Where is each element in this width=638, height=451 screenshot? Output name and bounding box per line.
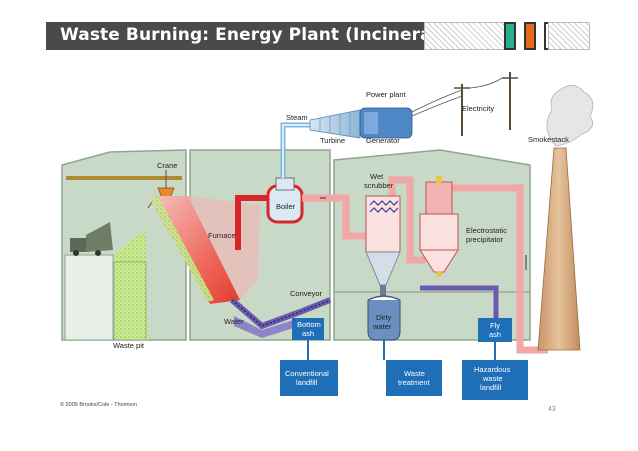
bottom-ash-box [292, 318, 324, 360]
label-hazardous-3: landfill [480, 383, 502, 392]
label-bottom-ash-1: Bottom [297, 320, 321, 329]
copyright-text: © 2005 Brooks/Cole - Thomson [60, 401, 137, 408]
label-hazardous-1: Hazardous [474, 365, 511, 374]
label-fly-ash-2: ash [489, 330, 501, 339]
crane-rail [66, 176, 182, 180]
dirty-water-tank [367, 295, 401, 341]
green-swatch [504, 22, 516, 50]
label-dirty-water-2: water [372, 322, 392, 331]
waste-treatment-box [386, 360, 442, 396]
label-turbine: Turbine [320, 136, 345, 145]
label-waste-pit: Waste pit [113, 341, 145, 350]
truck-icon [70, 222, 113, 256]
hazardous-landfill-box [462, 360, 528, 400]
label-treatment-1: Waste [404, 369, 425, 378]
label-steam: Steam [286, 113, 308, 122]
label-electrostatic-1: Electrostatic [466, 226, 507, 235]
title-hatch-decoration-right [548, 22, 590, 50]
orange-swatch [524, 22, 536, 50]
label-bottom-ash-2: ash [302, 329, 314, 338]
electrostatic-precipitator [419, 176, 459, 277]
label-hazardous-2: waste [482, 374, 503, 383]
smokestack [537, 85, 594, 351]
fly-ash-box [478, 318, 512, 360]
label-crane: Crane [157, 161, 177, 170]
power-lines [411, 72, 518, 136]
conveyor [230, 297, 332, 338]
label-treatment-2: treatment [398, 378, 431, 387]
label-wet-scrubber-1: Wet [370, 172, 384, 181]
steam-pipe [280, 122, 312, 178]
label-power-plant: Power plant [366, 90, 407, 99]
label-conveyor: Conveyor [290, 289, 323, 298]
hot-gas-pipe [235, 195, 270, 250]
page-number: 43 [548, 406, 556, 413]
title-bar: Waste Burning: Energy Plant (Incinerator… [46, 22, 468, 50]
label-landfill-1: Conventional [285, 369, 329, 378]
conventional-landfill-box [280, 360, 338, 396]
label-generator: Generator [366, 136, 400, 145]
title-hatch-decoration [424, 22, 508, 50]
furnace [148, 196, 260, 304]
fly-ash-conveyor [420, 285, 499, 318]
label-wet-scrubber-2: scrubber [364, 181, 394, 190]
label-electricity: Electricity [462, 104, 494, 113]
label-landfill-2: landfill [296, 378, 318, 387]
turbine-generator [309, 107, 413, 139]
label-electrostatic-2: precipitator [466, 235, 504, 244]
wet-scrubber [365, 195, 401, 300]
label-furnace: Furnace [208, 231, 236, 240]
label-dirty-water-1: Dirty [376, 313, 392, 322]
label-smokestack: Smokestack [528, 135, 569, 144]
waste-pit [64, 230, 148, 341]
slide-title: Waste Burning: Energy Plant (Incinerator… [60, 25, 469, 45]
boiler [266, 177, 304, 224]
label-fly-ash-1: Fly [490, 321, 500, 330]
label-boiler: Boiler [276, 202, 296, 211]
label-water: Water [224, 317, 244, 326]
